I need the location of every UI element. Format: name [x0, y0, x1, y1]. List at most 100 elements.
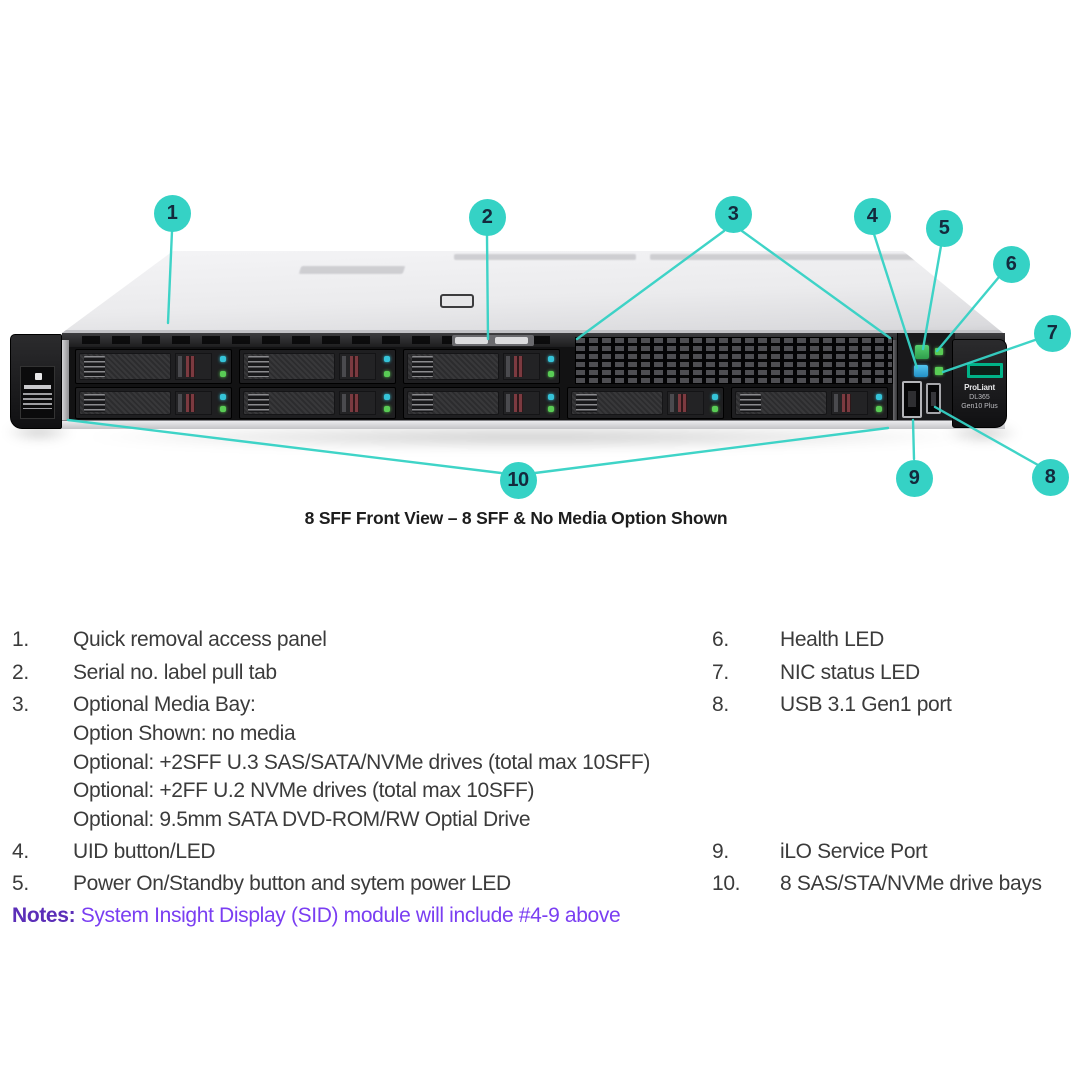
drive-tray	[75, 387, 232, 419]
figure-caption: 8 SFF Front View – 8 SFF & No Media Opti…	[304, 508, 728, 528]
drive-activity-led	[876, 394, 882, 400]
drive-tray	[403, 387, 560, 419]
legend-text: Power On/Standby button and sytem power …	[73, 872, 511, 895]
drive-status-led	[384, 406, 390, 412]
server-generation-text: Gen10 Plus	[961, 403, 998, 410]
drive-activity-led	[220, 356, 226, 362]
legend-text: iLO Service Port	[780, 839, 928, 863]
label-text-bar	[24, 385, 51, 389]
chassis-divider	[893, 340, 898, 420]
ilo-service-port	[902, 381, 922, 418]
lid-latch-icon	[440, 294, 474, 308]
notes-line: Notes: System Insight Display (SID) modu…	[12, 903, 621, 929]
legend-number: 6.	[712, 628, 729, 651]
health-led	[935, 348, 943, 355]
top-lid	[62, 251, 1003, 333]
drive-tray-latch	[339, 353, 376, 380]
legend-number: 1.	[12, 628, 29, 651]
hpe-logo	[967, 363, 1003, 378]
media-bay-blank-vent	[575, 337, 893, 384]
left-ear-label	[20, 366, 55, 419]
drive-status-led	[220, 371, 226, 377]
legend-number: 9.	[712, 839, 729, 863]
drive-activity-led	[548, 356, 554, 362]
notes-text: System Insight Display (SID) module will…	[80, 904, 621, 927]
drive-tray-label	[412, 356, 433, 377]
drive-tray-latch	[831, 391, 868, 415]
drive-tray-latch	[667, 391, 704, 415]
legend-text: 8 SAS/STA/NVMe drive bays	[780, 872, 1042, 895]
drive-tray	[403, 349, 560, 384]
legend-number: 8.	[712, 693, 729, 716]
legend-number: 10.	[712, 872, 741, 895]
legend-text: Optional: +2FF U.2 NVMe drives (total ma…	[73, 779, 535, 802]
legend-number: 4.	[12, 839, 29, 863]
chassis-bottom-rail	[62, 420, 1005, 429]
callout-5: 5	[925, 209, 963, 247]
legend-text: Serial no. label pull tab	[73, 660, 277, 684]
legend-text: UID button/LED	[73, 839, 216, 863]
label-icon	[35, 373, 42, 380]
legend-text: Optional: +2SFF U.3 SAS/SATA/NVMe drives…	[73, 750, 651, 774]
drive-tray	[75, 349, 232, 384]
lid-print-text	[298, 266, 406, 274]
drive-activity-led	[384, 356, 390, 362]
right-rack-ear: ProLiant DL365 Gen10 Plus	[952, 339, 1007, 428]
chassis-left-edge	[62, 340, 69, 422]
callout-1: 1	[153, 194, 191, 232]
label-barcode	[23, 393, 52, 409]
pull-tab-bar	[455, 337, 488, 344]
top-strip-vents	[82, 336, 562, 344]
drive-status-led	[712, 406, 718, 412]
callout-7: 7	[1033, 314, 1071, 352]
drive-tray-latch	[503, 353, 540, 380]
callout-3: 3	[714, 195, 752, 233]
legend-number: 5.	[12, 872, 29, 895]
legend-text: Optional: 9.5mm SATA DVD-ROM/RW Optial D…	[73, 807, 531, 831]
notes-label: Notes:	[12, 904, 76, 927]
drive-tray-latch	[175, 391, 212, 415]
drive-tray	[239, 387, 396, 419]
drive-tray	[567, 387, 724, 419]
drive-tray-label	[84, 394, 105, 412]
drive-status-led	[548, 406, 554, 412]
lid-print-text	[650, 254, 980, 260]
drive-tray	[731, 387, 888, 419]
callout-6: 6	[992, 245, 1030, 283]
drive-status-led	[384, 371, 390, 377]
left-rack-ear	[10, 334, 62, 429]
uid-button	[914, 365, 928, 377]
usb-port	[926, 383, 941, 414]
server-brand-text: ProLiant	[964, 383, 995, 392]
legend-text: NIC status LED	[780, 660, 920, 684]
server-model-text: DL365	[969, 394, 990, 401]
lid-front-edge	[62, 330, 1003, 333]
drive-activity-led	[220, 394, 226, 400]
drive-activity-led	[548, 394, 554, 400]
legend-text: USB 3.1 Gen1 port	[780, 693, 952, 716]
legend-number: 7.	[712, 660, 729, 684]
legend-text: Health LED	[780, 628, 884, 651]
drive-activity-led	[384, 394, 390, 400]
drive-tray-latch	[175, 353, 212, 380]
legend-text: Optional Media Bay:	[73, 693, 256, 716]
drive-tray-label	[84, 356, 105, 377]
drive-status-led	[876, 406, 882, 412]
legend-number: 2.	[12, 660, 29, 684]
drive-tray-label	[248, 356, 269, 377]
callout-2: 2	[468, 198, 506, 236]
callout-10: 10	[499, 461, 537, 499]
serial-label-pull-tab	[452, 335, 534, 346]
drive-tray-label	[412, 394, 433, 412]
callout-8: 8	[1031, 458, 1069, 496]
drive-tray-latch	[339, 391, 376, 415]
lid-print-text	[454, 254, 636, 260]
drive-tray-label	[248, 394, 269, 412]
callout-4: 4	[853, 197, 891, 235]
drive-tray	[239, 349, 396, 384]
power-button	[915, 345, 929, 359]
legend-text: Option Shown: no media	[73, 722, 296, 745]
drive-activity-led	[712, 394, 718, 400]
legend-number: 3.	[12, 693, 29, 716]
